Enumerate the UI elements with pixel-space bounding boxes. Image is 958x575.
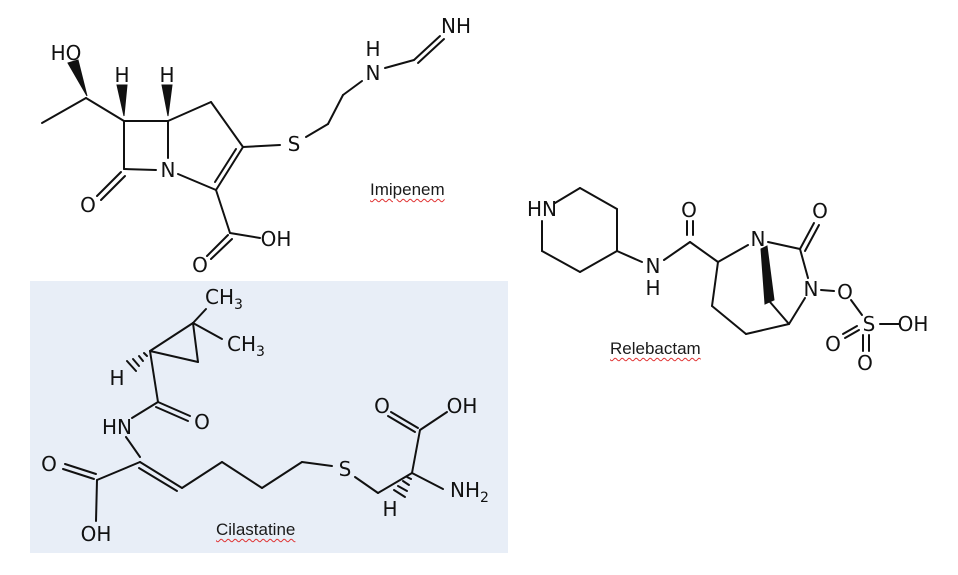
cilastatine-structure: CH3 CH3 H HN O O OH S H NH2 O OH — [41, 285, 489, 546]
relebactam-atom-o-sulfate-left: O — [825, 332, 841, 356]
cilastatine-atom-o-amide: O — [194, 410, 210, 434]
relebactam-atom-o-lactam: O — [812, 199, 828, 223]
relebactam-atom-n-amide: N — [646, 254, 661, 278]
relebactam-atom-n6: N — [804, 277, 819, 301]
cilastatine-label: Cilastatine — [216, 520, 296, 539]
imipenem-atom-n-amine: N — [366, 61, 381, 85]
cilastatine-atom-o-acid-right: O — [374, 394, 390, 418]
imipenem-atom-h-amine: H — [365, 37, 380, 61]
imipenem-atom-labels: HO H H N O O OH S H N NH — [51, 14, 471, 277]
relebactam-atom-labels: HN N H O N O N O S O O OH — [527, 197, 928, 375]
cilastatine-panel: CH3 CH3 H HN O O OH S H NH2 O OH — [30, 281, 508, 553]
imipenem-atom-h-c5: H — [159, 63, 174, 87]
relebactam-atom-o-link: O — [837, 280, 853, 304]
relebactam-atom-o-sulfate-down: O — [857, 351, 873, 375]
cilastatine-atom-labels: CH3 CH3 H HN O O OH S H NH2 O OH — [41, 285, 489, 546]
imipenem-label: Imipenem — [370, 180, 445, 199]
relebactam-atom-hn-piperidine: HN — [527, 197, 557, 221]
cilastatine-atom-oh-acid-right: OH — [447, 394, 478, 418]
imipenem-atom-h-c6: H — [114, 63, 129, 87]
relebactam-structure: HN N H O N O N O S O O OH — [527, 187, 928, 375]
imipenem-bonds — [41, 35, 445, 260]
imipenem-structure: HO H H N O O OH S H N NH — [41, 14, 471, 277]
relebactam-label: Relebactam — [610, 339, 701, 358]
imipenem-atom-ho: HO — [51, 41, 82, 65]
cilastatine-atom-ch3-right: CH3 — [227, 332, 265, 360]
relebactam-bonds — [541, 187, 900, 352]
cilastatine-atom-hn-amide: HN — [102, 415, 132, 439]
relebactam-atom-oh-sulfate: OH — [898, 312, 929, 336]
cilastatine-bonds — [62, 308, 448, 522]
cilastatine-atom-h-stereo: H — [382, 497, 397, 521]
imipenem-atom-o-lactam: O — [80, 193, 96, 217]
imipenem-atom-nh-imine: NH — [441, 14, 471, 38]
imipenem-atom-n-ring: N — [161, 158, 176, 182]
cilastatine-atom-ch3-top: CH3 — [205, 285, 243, 313]
cilastatine-atom-o-acid-left: O — [41, 452, 57, 476]
imipenem-atom-oh-acid: OH — [261, 227, 292, 251]
relebactam-atom-h-amide: H — [645, 276, 660, 300]
relebactam-atom-s-sulfate: S — [863, 312, 876, 336]
relebactam-atom-n1: N — [751, 227, 766, 251]
relebactam-atom-o-amide: O — [681, 198, 697, 222]
imipenem-atom-s: S — [288, 132, 301, 156]
imipenem-atom-o-acid: O — [192, 253, 208, 277]
cilastatine-atom-h-cyclopropane: H — [109, 366, 124, 390]
cilastatine-atom-nh2: NH2 — [450, 478, 489, 506]
cilastatine-atom-oh-acid-left: OH — [81, 522, 112, 546]
cilastatine-atom-s: S — [339, 457, 352, 481]
